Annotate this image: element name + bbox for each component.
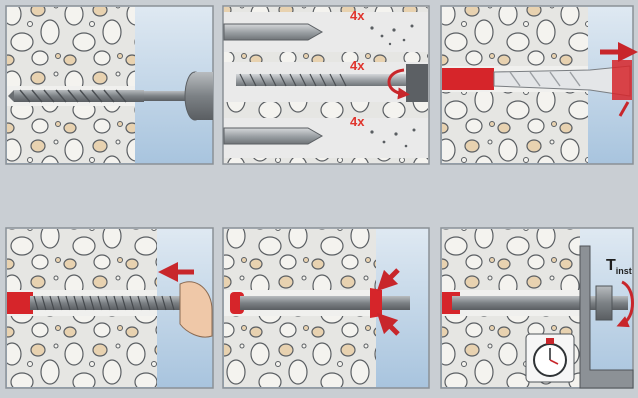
mortar-fill (442, 68, 494, 90)
step-5-cure-panel (223, 228, 429, 388)
anchor-rod-icon (240, 296, 410, 310)
concrete-wall (7, 7, 135, 163)
step-3-inject-panel (441, 6, 633, 164)
step-2-clean-panel: 4x 4x 4x (223, 6, 429, 164)
stopwatch-icon (526, 334, 574, 382)
drill-bit-icon (8, 90, 188, 102)
repeat-count-label: 4x (350, 114, 365, 129)
blow-out-strip-1: 4x (224, 8, 428, 52)
nut-icon (596, 286, 612, 320)
threaded-rod-icon (30, 296, 202, 310)
repeat-count-label: 4x (350, 58, 365, 73)
drill-chuck-icon (185, 72, 213, 120)
repeat-count-label: 4x (350, 8, 365, 23)
brush-strip-2: 4x (224, 58, 428, 102)
blow-out-strip-3: 4x (224, 114, 428, 158)
step-4-insert-panel (6, 228, 213, 388)
mortar-fill (7, 292, 33, 314)
step-1-drill-panel (6, 6, 213, 164)
excess-mortar (370, 288, 382, 318)
step-6-tighten-panel: Tinst (441, 228, 633, 388)
